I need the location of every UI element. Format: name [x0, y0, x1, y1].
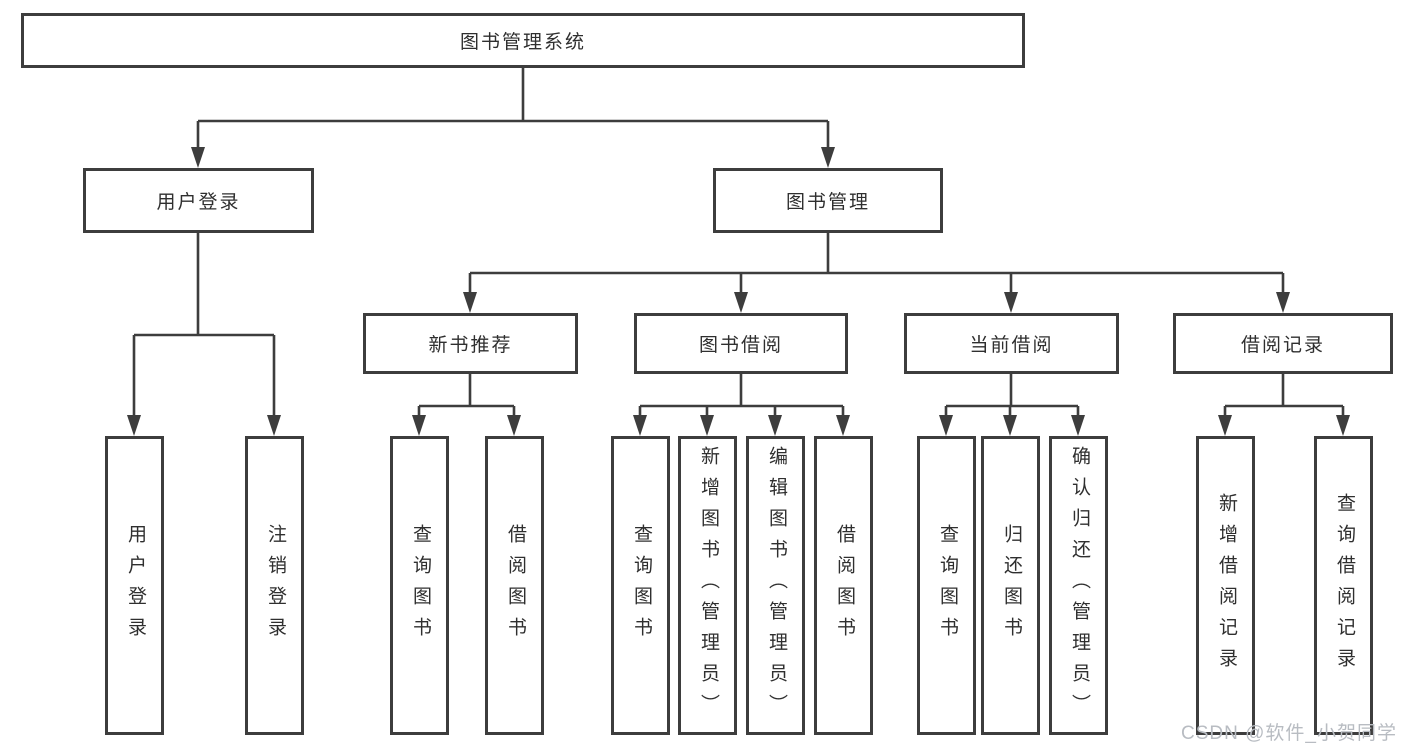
arrowheads — [127, 147, 1350, 436]
node-leaf-borrow-books-2: 借阅图书 — [814, 436, 873, 735]
node-label: 归还图书 — [1000, 523, 1022, 648]
node-leaf-query-books: 查询图书 — [390, 436, 449, 735]
node-leaf-return-books: 归还图书 — [981, 436, 1040, 735]
node-book-management: 图书管理 — [713, 168, 943, 233]
node-label: 新增图书（管理员） — [697, 446, 719, 725]
node-label: 新增借阅记录 — [1215, 492, 1237, 679]
node-label: 图书管理系统 — [459, 32, 586, 53]
node-label: 查询图书 — [630, 523, 652, 648]
node-label: 确认归还（管理员） — [1068, 446, 1090, 725]
node-new-book-recommend: 新书推荐 — [363, 313, 578, 374]
node-leaf-add-borrow-record: 新增借阅记录 — [1196, 436, 1255, 735]
node-leaf-user-login: 用户登录 — [105, 436, 164, 735]
node-label: 用户登录 — [124, 523, 146, 648]
node-book-borrow: 图书借阅 — [634, 313, 848, 374]
node-label: 借阅记录 — [1240, 335, 1325, 356]
node-leaf-edit-books-admin: 编辑图书（管理员） — [746, 436, 805, 735]
connector-userlogin-to-leaves — [132, 231, 276, 418]
node-user-login: 用户登录 — [83, 168, 314, 233]
node-label: 编辑图书（管理员） — [765, 446, 787, 725]
node-current-borrow: 当前借阅 — [904, 313, 1119, 374]
node-leaf-add-books-admin: 新增图书（管理员） — [678, 436, 737, 735]
node-root-system: 图书管理系统 — [21, 13, 1025, 68]
node-label: 借阅图书 — [833, 523, 855, 648]
connector-currentborrow-to-leaves — [944, 371, 1080, 419]
connector-borrowrecords-to-leaves — [1223, 371, 1345, 419]
node-label: 图书借阅 — [698, 335, 783, 356]
node-label: 新书推荐 — [428, 335, 513, 356]
csdn-watermark: CSDN @软件_小贺同学 — [1181, 723, 1397, 744]
node-label: 查询图书 — [936, 523, 958, 648]
node-leaf-query-books-2: 查询图书 — [611, 436, 670, 735]
connector-bookborrow-to-leaves — [638, 371, 845, 419]
node-label: 图书管理 — [785, 192, 870, 213]
node-leaf-query-borrow-record: 查询借阅记录 — [1314, 436, 1373, 735]
node-leaf-confirm-return-admin: 确认归还（管理员） — [1049, 436, 1108, 735]
node-label: 查询图书 — [409, 523, 431, 648]
node-label: 当前借阅 — [969, 335, 1054, 356]
node-label: 注销登录 — [264, 523, 286, 648]
node-leaf-borrow-books: 借阅图书 — [485, 436, 544, 735]
node-borrow-records: 借阅记录 — [1173, 313, 1393, 374]
node-leaf-query-books-3: 查询图书 — [917, 436, 976, 735]
node-label: 查询借阅记录 — [1333, 492, 1355, 679]
node-label: 用户登录 — [156, 192, 241, 213]
connector-bookmgmt-to-level3 — [468, 231, 1285, 295]
connector-root-to-level2 — [196, 66, 830, 150]
node-label: 借阅图书 — [504, 523, 526, 648]
node-leaf-logout: 注销登录 — [245, 436, 304, 735]
connector-newbooks-to-leaves — [417, 371, 516, 419]
